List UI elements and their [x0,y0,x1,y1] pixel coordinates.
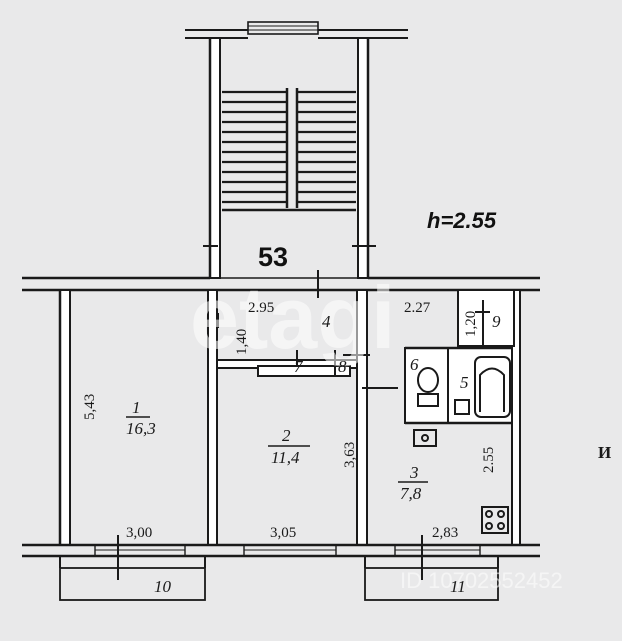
aux-number-5: 5 [460,373,469,392]
dim-2-83: 2,83 [432,525,458,541]
dim-2-55: 2.55 [481,447,497,473]
aux-number-9: 9 [492,312,501,331]
dim-5-43: 5,43 [82,394,98,420]
aux-number-7: 7 [294,357,304,376]
room-3-number: 3 [409,463,419,482]
dim-3-63: 3,63 [342,442,358,468]
aux-number-6: 6 [410,355,419,374]
aux-number-8: 8 [338,357,347,376]
dim-1-20: 1,20 [463,311,479,337]
dim-2-95: 2.95 [248,300,274,316]
edge-letter: И [598,443,611,462]
room-1-area: 16,3 [126,419,156,438]
dim-1-40: 1,40 [234,329,250,355]
watermark-logo: etagi [190,268,395,367]
dim-2-27: 2.27 [404,300,431,316]
aux-number-10: 10 [154,577,172,596]
stair-number: 53 [258,242,288,272]
room-2-area: 11,4 [271,448,300,467]
room-1-number: 1 [132,398,141,417]
corridor-number: 4 [322,312,331,331]
ceiling-height-label: h=2.55 [427,208,497,233]
aux-number-11: 11 [450,577,466,596]
dim-3-00: 3,00 [126,525,152,541]
room-3-area: 7,8 [400,484,422,503]
dim-3-05: 3,05 [270,525,296,541]
room-2-number: 2 [282,426,291,445]
watermark-id: ID 10702552452 [400,568,563,593]
